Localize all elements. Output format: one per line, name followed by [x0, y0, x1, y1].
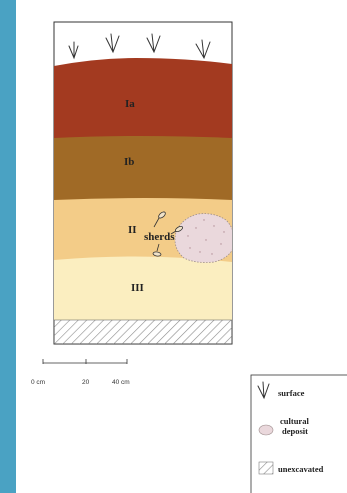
deposit-speckles: [187, 219, 225, 255]
layer-Ib: [54, 136, 232, 202]
surface-markers: [68, 33, 211, 60]
sherd-icons: [152, 211, 184, 257]
sherds-label: sherds: [144, 231, 175, 243]
soil-profile: Ia Ib II III sherds: [53, 21, 233, 345]
sherd-icon: [152, 251, 162, 257]
layer-label-III: III: [131, 282, 144, 294]
layer-label-II: II: [128, 224, 137, 236]
surface-icon: [146, 33, 161, 54]
cultural-deposit: [174, 213, 232, 263]
unexcavated-area: [54, 319, 232, 344]
surface-icon: [195, 39, 211, 60]
cultural-deposit-swatch-icon: [258, 424, 274, 436]
scale-bar: [42, 359, 128, 364]
surface-icon: [68, 41, 79, 60]
layer-label-Ib: Ib: [124, 156, 134, 168]
sherd-icon: [158, 211, 166, 219]
legend-unexcavated-label: unexcavated: [278, 464, 324, 474]
layer-III: [54, 256, 232, 320]
legend-cultural-label-line1: cultural: [280, 416, 309, 426]
surface-icon: [257, 381, 270, 400]
layer-Ia: [54, 58, 232, 140]
scale-tick-40: 40 cm: [112, 379, 130, 386]
legend-cultural-label-line2: deposit: [282, 426, 308, 436]
scale-tick-0: 0 cm: [31, 379, 45, 386]
legend-surface-label: surface: [278, 388, 305, 398]
layer-label-Ia: Ia: [125, 98, 135, 110]
surface-icon: [105, 33, 120, 54]
legend: surface cultural deposit unexcavated: [250, 374, 347, 493]
figure-panel: Ia Ib II III sherds 0 cm 20 40 cm surfac…: [16, 0, 347, 493]
unexcavated-swatch-icon: [258, 461, 274, 475]
scale-tick-20: 20: [82, 379, 90, 386]
